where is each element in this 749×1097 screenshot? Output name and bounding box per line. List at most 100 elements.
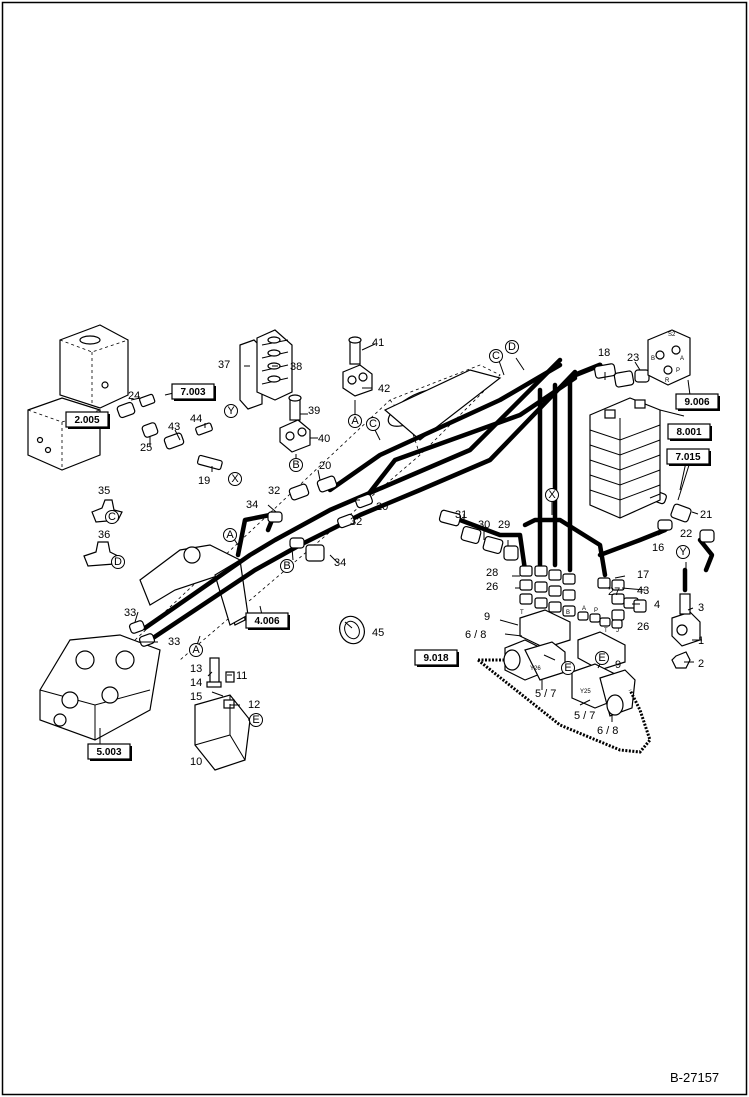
ref-box-label: 7.015 [675, 452, 700, 463]
callout-21: 21 [700, 509, 712, 521]
callout-30: 30 [478, 519, 490, 531]
callout-57: 5 / 7 [535, 688, 556, 700]
marker-b: B [289, 458, 303, 472]
control-valve-block [589, 397, 661, 519]
callout-33: 33 [168, 636, 180, 648]
marker-e: E [595, 651, 609, 665]
marker-letter: C [108, 511, 116, 523]
callout-35: 35 [98, 485, 110, 497]
callout-23: 23 [627, 352, 639, 364]
marker-letter: D [508, 341, 516, 353]
marker-letter: E [252, 714, 259, 726]
marker-y: Y [676, 545, 690, 559]
port-label-a: A [680, 356, 684, 362]
marker-c: C [489, 349, 503, 363]
ref-box-label: 2.005 [74, 415, 99, 426]
callout-44: 44 [190, 413, 202, 425]
marker-a: A [189, 643, 203, 657]
marker-x: X [545, 488, 559, 502]
port-label-a: A [582, 606, 586, 612]
ref-box-5-003: 5.003 [87, 743, 132, 761]
attachment-bracket [39, 634, 161, 741]
callout-9: 9 [484, 611, 490, 623]
boom-outline [134, 364, 502, 661]
callout-1: 1 [698, 635, 704, 647]
callout-10: 10 [190, 756, 202, 768]
ref-box-4-006: 4.006 [245, 612, 290, 630]
callout-39: 39 [308, 405, 320, 417]
callout-42: 42 [378, 383, 390, 395]
bracket-10 [194, 657, 251, 771]
callout-40: 40 [318, 433, 330, 445]
marker-letter: X [548, 489, 556, 501]
marker-c: C [366, 417, 380, 431]
callout-28: 28 [486, 567, 498, 579]
callout-33: 33 [124, 607, 136, 619]
callout-12: 12 [248, 699, 260, 711]
marker-y: Y [224, 404, 238, 418]
marker-letter: D [114, 556, 122, 568]
marker-letter: Y [679, 546, 687, 558]
callout-29: 29 [498, 519, 510, 531]
marker-letter: A [192, 644, 200, 656]
ref-box-label: 4.006 [254, 616, 279, 627]
callout-27: 27 [608, 586, 620, 598]
valve-stack-fittings [519, 565, 639, 629]
callout-43: 43 [168, 421, 180, 433]
ref-box-label: 9.006 [684, 397, 709, 408]
hose-ring-45 [339, 615, 365, 645]
callout-3: 3 [698, 602, 704, 614]
port-label-b: B [566, 610, 570, 616]
callout-26: 26 [637, 621, 649, 633]
port-label-t: T [520, 610, 524, 616]
inline-fittings [128, 363, 715, 647]
pilot-valve-s2 [647, 329, 691, 386]
callout-22: 22 [680, 528, 692, 540]
callout-20: 20 [319, 460, 331, 472]
marker-letter: B [283, 560, 290, 572]
ref-box-label: 7.003 [180, 387, 205, 398]
hose-clamp-37-38 [239, 329, 293, 410]
callout-25: 25 [140, 442, 152, 454]
callout-11: 11 [236, 670, 247, 682]
fittings-1-4 [633, 593, 701, 669]
port-label-t: T [604, 628, 608, 634]
callout-57: 5 / 7 [574, 710, 595, 722]
marker-letter: Y [227, 405, 235, 417]
port-label-s2: S2 [668, 332, 676, 338]
callout-19: 19 [198, 475, 210, 487]
port-label-r: R [665, 378, 670, 384]
marker-c: C [105, 510, 119, 524]
callout-41: 41 [372, 337, 384, 349]
ref-box-7-015: 7.015 [666, 448, 711, 466]
callout-36: 36 [98, 529, 110, 541]
tank-block [27, 324, 129, 471]
port-label-p: P [594, 608, 598, 614]
callout-31: 31 [455, 509, 467, 521]
diagram-geometry [27, 324, 715, 771]
callout-16: 16 [652, 542, 664, 554]
callout-45: 45 [372, 627, 384, 639]
callout-32: 32 [350, 516, 362, 528]
callout-15: 15 [190, 691, 202, 703]
callout-18: 18 [598, 347, 610, 359]
callout-14: 14 [190, 677, 202, 689]
callout-32: 32 [268, 485, 280, 497]
clamp-36 [83, 541, 119, 567]
marker-b: B [280, 559, 294, 573]
marker-letter: A [226, 529, 234, 541]
valve-feed-hoses [457, 377, 715, 593]
marker-letter: E [598, 652, 605, 664]
solenoid-valves [477, 609, 652, 754]
callout-34: 34 [246, 499, 258, 511]
callout-17: 17 [637, 569, 649, 581]
callout-4: 4 [654, 599, 660, 611]
callout-43: 43 [637, 585, 649, 597]
callout-34: 34 [334, 557, 346, 569]
document-number: B-27157 [670, 1070, 719, 1085]
port-label-b: B [651, 356, 655, 362]
marker-letter: E [564, 662, 571, 674]
marker-d: D [111, 555, 125, 569]
